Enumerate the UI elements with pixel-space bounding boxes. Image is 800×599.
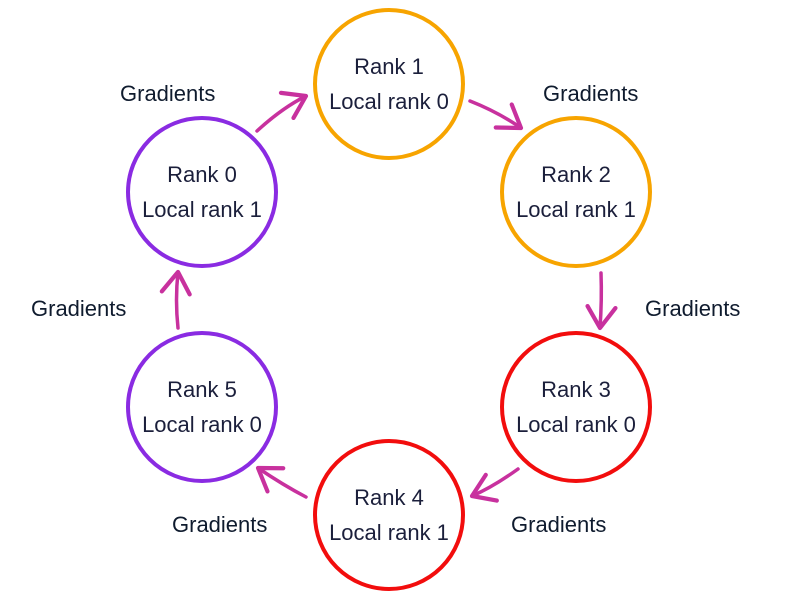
node-rank-3: Rank 3 Local rank 0 bbox=[500, 331, 652, 483]
node-rank-label: Rank 4 bbox=[354, 485, 424, 510]
edge-label-rank1-to-rank2: Gradients bbox=[543, 81, 638, 106]
node-rank-1: Rank 1 Local rank 0 bbox=[313, 8, 465, 160]
node-local-rank-label: Local rank 0 bbox=[329, 89, 449, 114]
arrow-rank5-to-rank0 bbox=[159, 269, 192, 330]
node-rank-label: Rank 3 bbox=[541, 377, 611, 402]
arrow-rank1-to-rank2 bbox=[468, 99, 524, 131]
node-rank-label: Rank 2 bbox=[541, 162, 611, 187]
edge-label-rank5-to-rank0: Gradients bbox=[31, 296, 126, 321]
node-local-rank-label: Local rank 1 bbox=[516, 197, 636, 222]
arrow-rank0-to-rank1 bbox=[255, 90, 309, 133]
edge-labels: Gradients Gradients Gradients Gradients … bbox=[31, 81, 740, 537]
node-ring bbox=[500, 331, 652, 483]
node-ring bbox=[313, 439, 465, 591]
node-rank-label: Rank 1 bbox=[354, 54, 424, 79]
arrow-rank4-to-rank5 bbox=[255, 465, 308, 499]
node-rank-2: Rank 2 Local rank 1 bbox=[500, 116, 652, 268]
edge-label-rank2-to-rank3: Gradients bbox=[645, 296, 740, 321]
node-ring bbox=[313, 8, 465, 160]
arrow-rank2-to-rank3 bbox=[585, 271, 618, 331]
node-local-rank-label: Local rank 0 bbox=[516, 412, 636, 437]
edge-label-rank0-to-rank1: Gradients bbox=[120, 81, 215, 106]
edge-label-rank3-to-rank4: Gradients bbox=[511, 512, 606, 537]
node-local-rank-label: Local rank 1 bbox=[329, 520, 449, 545]
node-local-rank-label: Local rank 1 bbox=[142, 197, 262, 222]
node-rank-4: Rank 4 Local rank 1 bbox=[313, 439, 465, 591]
node-rank-5: Rank 5 Local rank 0 bbox=[126, 331, 278, 483]
node-ring bbox=[126, 116, 278, 268]
node-rank-label: Rank 0 bbox=[167, 162, 237, 187]
node-ring bbox=[500, 116, 652, 268]
node-rank-0: Rank 0 Local rank 1 bbox=[126, 116, 278, 268]
node-local-rank-label: Local rank 0 bbox=[142, 412, 262, 437]
edges bbox=[159, 90, 618, 503]
node-ring bbox=[126, 331, 278, 483]
node-rank-label: Rank 5 bbox=[167, 377, 237, 402]
arrow-rank3-to-rank4 bbox=[469, 467, 520, 503]
edge-label-rank4-to-rank5: Gradients bbox=[172, 512, 267, 537]
